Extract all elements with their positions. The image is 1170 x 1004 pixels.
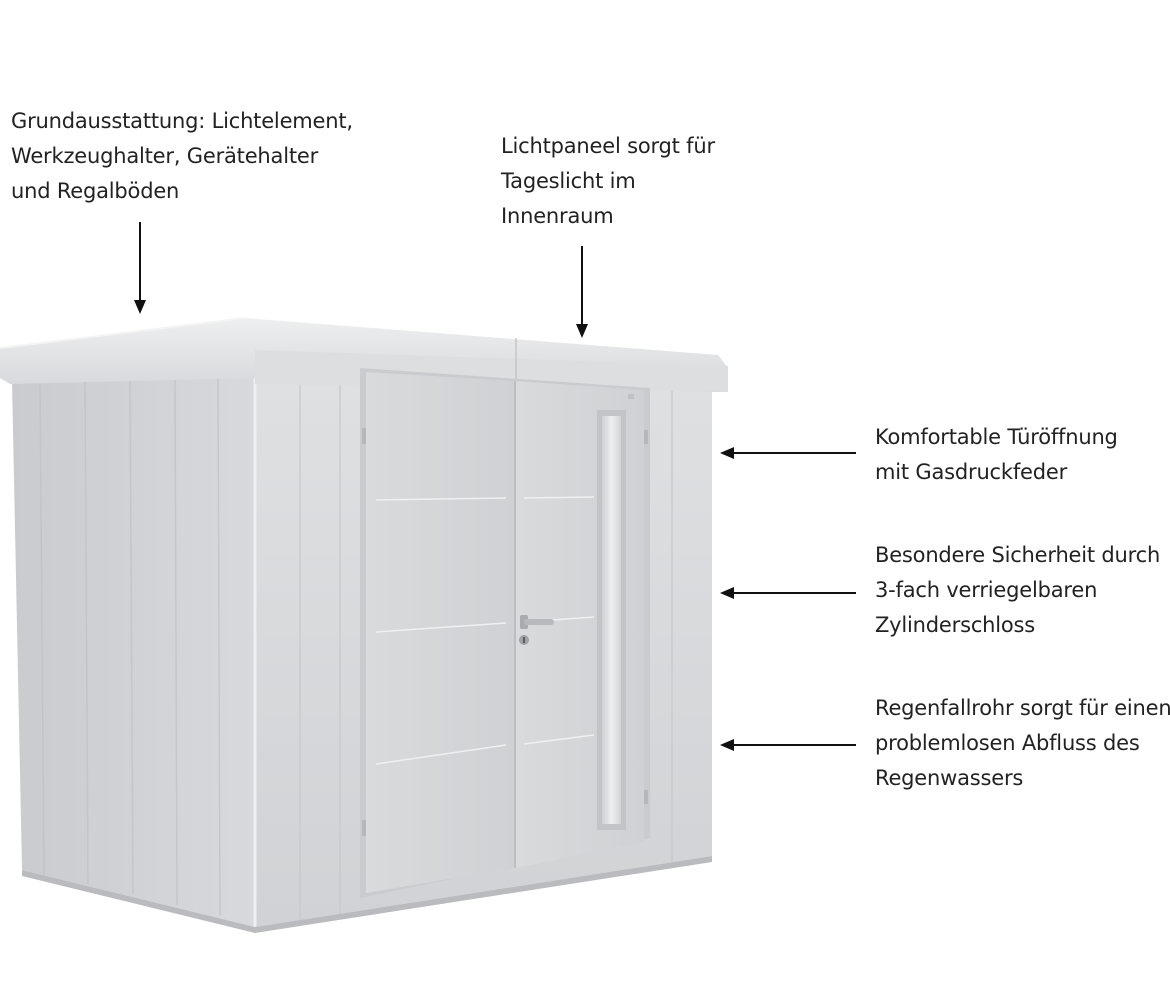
callout-line: Regenwassers xyxy=(875,766,1024,790)
arrow-icon xyxy=(720,739,856,751)
callout-security: Besondere Sicherheit durch 3-fach verrie… xyxy=(875,538,1160,643)
callout-line: Zylinderschloss xyxy=(875,613,1036,637)
left-door-leaf xyxy=(366,372,514,893)
callout-line: 3-fach verriegelbaren xyxy=(875,578,1098,602)
callout-line: Werkzeughalter, Gerätehalter xyxy=(11,144,319,168)
front-wall-ribs xyxy=(299,377,673,920)
arrow-icon xyxy=(134,222,146,314)
callout-line: Besondere Sicherheit durch xyxy=(875,543,1161,567)
roof-edge xyxy=(0,317,246,349)
callout-line: Tageslicht im xyxy=(501,169,636,193)
callout-line: mit Gasdruckfeder xyxy=(875,460,1068,484)
door-handle-icon xyxy=(520,615,554,629)
callout-line: Innenraum xyxy=(501,204,614,228)
callout-line: problemlosen Abfluss des xyxy=(875,731,1140,755)
door-window-glass xyxy=(602,416,621,824)
callout-door-opening: Komfortable Türöffnung mit Gasdruckfeder xyxy=(875,420,1118,490)
badge-icon xyxy=(628,394,634,399)
callout-line: Grundausstattung: Lichtelement, xyxy=(11,109,353,133)
lock-cylinder-icon xyxy=(519,635,529,645)
callout-line: Komfortable Türöffnung xyxy=(875,425,1118,449)
door-hinges xyxy=(362,428,648,836)
shed-base xyxy=(22,856,712,933)
callout-line: Lichtpaneel sorgt für xyxy=(501,134,715,158)
callout-downpipe: Regenfallrohr sorgt für einen problemlos… xyxy=(875,691,1170,796)
callout-line: Regenfallrohr sorgt für einen xyxy=(875,696,1170,720)
arrow-icon xyxy=(720,587,856,599)
callout-light-panel: Lichtpaneel sorgt für Tageslicht im Inne… xyxy=(501,129,715,234)
shed-side-wall xyxy=(12,375,255,927)
side-wall-ribs xyxy=(39,377,221,916)
callout-base-equipment: Grundausstattung: Lichtelement, Werkzeug… xyxy=(11,104,353,209)
callout-line: und Regalböden xyxy=(11,179,180,203)
arrow-icon xyxy=(576,246,588,338)
arrow-icon xyxy=(720,447,856,459)
